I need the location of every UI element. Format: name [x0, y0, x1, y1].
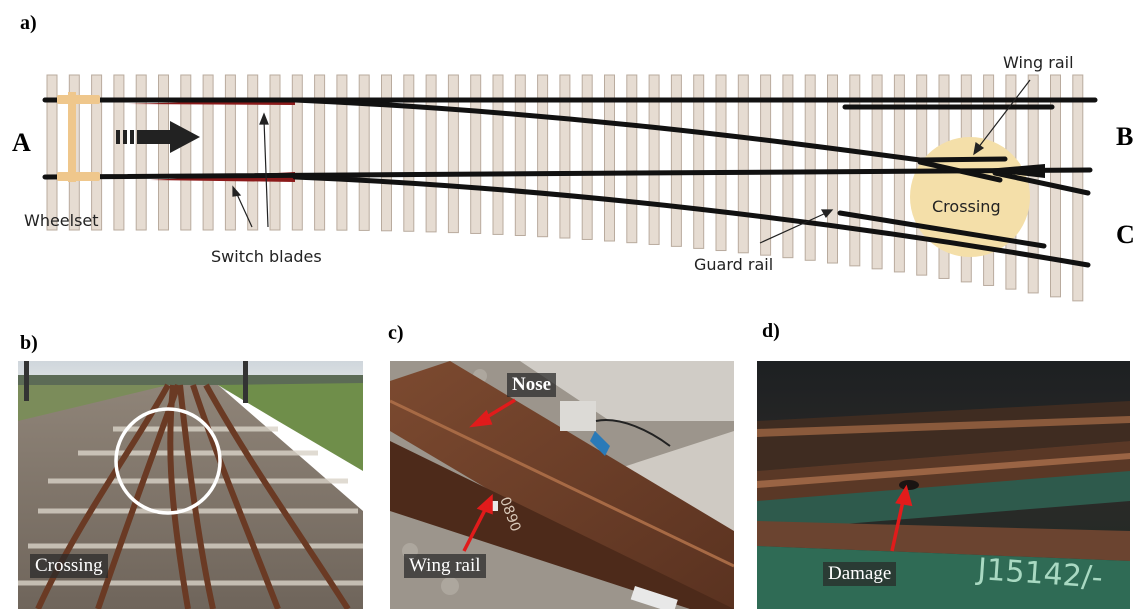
sleeper	[715, 74, 727, 252]
sleeper	[314, 74, 326, 231]
sleeper	[648, 74, 660, 245]
panel-c-label: c)	[388, 322, 404, 344]
nose-label: Nose	[507, 373, 557, 397]
rail-curve-lower	[292, 174, 1091, 268]
photo-nose-wing-rail: 0890	[390, 361, 734, 609]
sleeper	[670, 74, 682, 247]
sleeper	[604, 74, 615, 242]
sleeper	[381, 74, 392, 232]
switch-blades-pointer-1	[235, 191, 253, 228]
guard-rail-arrowhead	[820, 209, 834, 219]
sleeper	[113, 74, 125, 231]
sleeper	[492, 74, 504, 235]
end-a-label: A	[12, 128, 31, 157]
sleeper	[447, 74, 459, 234]
sleeper	[425, 74, 437, 233]
sleeper	[804, 74, 816, 261]
sleeper	[46, 74, 58, 231]
sleeper	[514, 74, 526, 237]
wing-rail-label: Wing rail	[1003, 53, 1074, 72]
sleeper	[91, 74, 103, 231]
wing-rail-arrowhead	[973, 141, 985, 156]
sleeper	[269, 74, 281, 231]
crossing-highlight-circle	[114, 407, 222, 515]
sleeper	[336, 74, 348, 231]
switch-blades-pointer-2	[263, 119, 269, 228]
sleeper	[827, 74, 838, 264]
sleeper	[537, 74, 549, 238]
sleeper	[782, 74, 794, 259]
sleeper	[626, 74, 638, 244]
damage-label: Damage	[823, 562, 897, 586]
crossing-nose-right	[992, 170, 1091, 196]
crossing-label: Crossing	[932, 197, 1001, 216]
wheelset-icon	[57, 92, 100, 182]
sleeper	[693, 74, 705, 249]
sleeper	[202, 74, 214, 231]
sleeper	[358, 74, 370, 231]
photo-damage: J15142/-	[757, 361, 1130, 609]
sleeper	[291, 74, 303, 231]
sleeper	[760, 74, 772, 256]
switch-blades-label: Switch blades	[211, 247, 322, 266]
end-b-label: B	[1116, 122, 1134, 151]
sleeper	[180, 74, 192, 231]
wheelset-label: Wheelset	[24, 211, 99, 230]
sleeper	[158, 74, 169, 231]
sleeper	[403, 74, 415, 232]
panel-b-label: b)	[20, 332, 38, 354]
direction-arrow-icon	[116, 121, 200, 153]
end-c-label: C	[1116, 220, 1135, 249]
sleeper	[247, 74, 259, 231]
crossing-nose-left	[917, 159, 1003, 183]
sleeper	[135, 74, 147, 231]
crossing-nose	[975, 164, 1045, 178]
turnout-diagram: Wheelset Switch blades Guard rail Wing r…	[24, 53, 1098, 302]
guard-rail-pointer	[759, 212, 827, 244]
crossing-photo-caption: Crossing	[30, 554, 108, 578]
guard-rail-label: Guard rail	[694, 255, 773, 274]
sleeper	[224, 74, 236, 231]
switch-blades-arrowhead-1	[232, 185, 242, 197]
guard-rail	[837, 210, 1047, 249]
sleeper	[559, 74, 571, 239]
photo-crossing	[18, 361, 363, 609]
sleeper	[581, 74, 593, 240]
sleeper	[470, 74, 482, 234]
switch-blades-arrowhead-2	[259, 112, 269, 125]
panel-d-label: d)	[762, 320, 780, 342]
rail-curve-upper	[292, 97, 1008, 163]
wing-rail-photo-label: Wing rail	[404, 554, 486, 578]
panel-a-label: a)	[20, 12, 37, 34]
rail-bottom-straight	[42, 167, 1093, 180]
sleeper	[737, 74, 749, 254]
wing-rail-pointer	[977, 79, 1031, 149]
